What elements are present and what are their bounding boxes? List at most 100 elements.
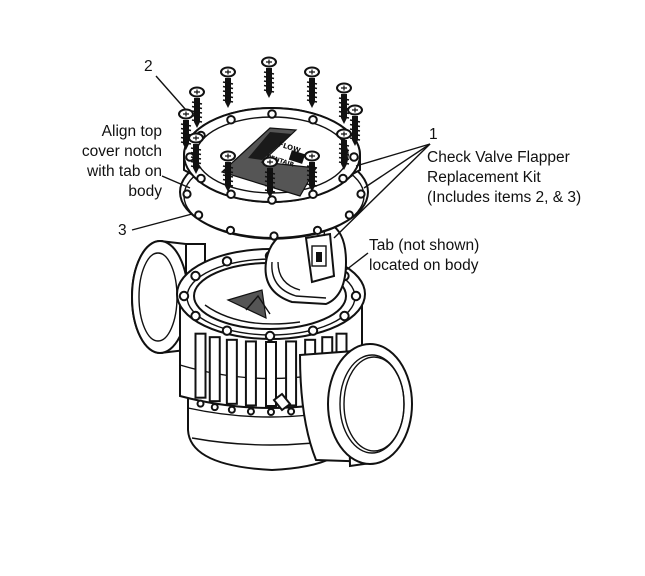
gasket-bolt-hole <box>182 189 192 199</box>
rib-bolt-hole <box>267 408 275 416</box>
rib-bolt-hole <box>210 403 219 412</box>
phillips-slot <box>309 69 315 75</box>
phillips-slot <box>183 111 189 117</box>
screw-thread <box>338 115 350 119</box>
screw <box>304 150 320 192</box>
screw <box>304 66 320 108</box>
right-outlet-pipe <box>298 343 413 468</box>
gasket-bolt-hole <box>225 225 236 235</box>
screw-thread <box>306 169 318 174</box>
phillips-slot <box>225 153 231 159</box>
cover-bolt-hole <box>349 152 359 162</box>
flange-bolt-hole <box>339 310 350 322</box>
screw-thread <box>338 152 350 156</box>
rib-bolt-hole <box>196 399 205 408</box>
body-tab <box>272 392 292 412</box>
phillips-slot <box>267 159 273 165</box>
screw-thread <box>222 94 234 99</box>
screw <box>220 66 236 108</box>
flange-bolt-hole <box>221 325 233 336</box>
flange-bolt-hole <box>190 310 201 322</box>
kit-note-line: Replacement Kit <box>427 169 541 186</box>
flange-bolt-hole <box>178 290 190 302</box>
flange-bolt-hole <box>307 325 319 336</box>
cover-bolt-hole <box>226 114 236 125</box>
screw-thread <box>191 105 203 110</box>
screw-thread <box>222 85 234 90</box>
rib-bolt-hole <box>227 405 236 414</box>
cover-screws <box>178 56 363 198</box>
screw <box>336 82 352 124</box>
screw-thread <box>338 156 350 161</box>
screw-thread <box>264 189 276 193</box>
flange-bolt-hole <box>221 256 233 267</box>
screw-thread <box>263 80 275 84</box>
screw-thread <box>191 119 203 123</box>
screw-thread <box>349 119 361 123</box>
phillips-slot <box>194 89 200 95</box>
housing-rib <box>225 338 238 405</box>
phillips-slot <box>193 135 199 141</box>
callout-item-2: 2 <box>144 58 153 75</box>
screw-thread <box>338 147 350 152</box>
cover-bolt-hole <box>338 173 348 184</box>
screw <box>178 108 194 150</box>
screw-thread <box>222 183 234 187</box>
screw-thread <box>338 97 350 101</box>
screw-thread <box>222 178 234 183</box>
screw-thread <box>306 165 318 169</box>
screw-thread <box>263 84 275 89</box>
screw-thread <box>306 178 318 183</box>
screw-thread <box>338 161 350 165</box>
screw-thread <box>264 184 276 189</box>
cover-bolt-hole <box>267 109 277 119</box>
flange-bolt-hole <box>264 330 276 342</box>
gasket-bolt-hole <box>344 210 354 220</box>
phillips-slot <box>266 59 272 65</box>
callout-item-3: 3 <box>118 222 127 239</box>
screw-thread <box>222 169 234 174</box>
screw-thread <box>190 151 202 156</box>
phillips-slot <box>225 69 231 75</box>
screw-thread <box>306 99 318 103</box>
screw-thread <box>338 143 350 147</box>
screw-thread <box>191 110 203 114</box>
screw-thread <box>180 123 192 127</box>
flange-bolt-hole <box>190 270 201 282</box>
screw-thread <box>180 132 192 136</box>
screw-thread <box>190 165 202 169</box>
cover-bolt-hole <box>308 189 318 200</box>
screw-thread <box>306 90 318 94</box>
screw-thread <box>306 183 318 187</box>
tab-note-line: Tab (not shown) <box>369 237 480 254</box>
callout-item-1: 1 <box>429 126 438 143</box>
screw-thread <box>349 128 361 132</box>
screw-thread <box>263 71 275 75</box>
flange-bolt-hole <box>350 290 362 302</box>
tab-note-line: located on body <box>369 257 479 274</box>
phillips-slot <box>341 131 347 137</box>
align-note-line: Align top <box>101 123 162 140</box>
align-note-line: cover notch <box>81 143 162 160</box>
gasket-bolt-hole <box>356 189 366 199</box>
screw <box>189 86 205 128</box>
cover-bolt-hole <box>267 195 277 205</box>
screw-thread <box>222 81 234 85</box>
screw <box>262 156 278 198</box>
screw-thread <box>180 127 192 132</box>
gasket-bolt-hole <box>269 231 279 241</box>
align-note-line: with tab on <box>87 163 162 180</box>
leader-lines <box>131 75 431 271</box>
screw-thread <box>306 81 318 85</box>
screw-thread <box>349 123 361 128</box>
screw-thread <box>349 137 361 141</box>
housing-rib <box>265 341 277 407</box>
phillips-slot <box>352 107 358 113</box>
housing-rib <box>194 332 207 399</box>
screw-thread <box>263 75 275 80</box>
phillips-slot <box>341 85 347 91</box>
gasket-bolt-hole <box>312 225 323 235</box>
screw-thread <box>338 101 350 106</box>
